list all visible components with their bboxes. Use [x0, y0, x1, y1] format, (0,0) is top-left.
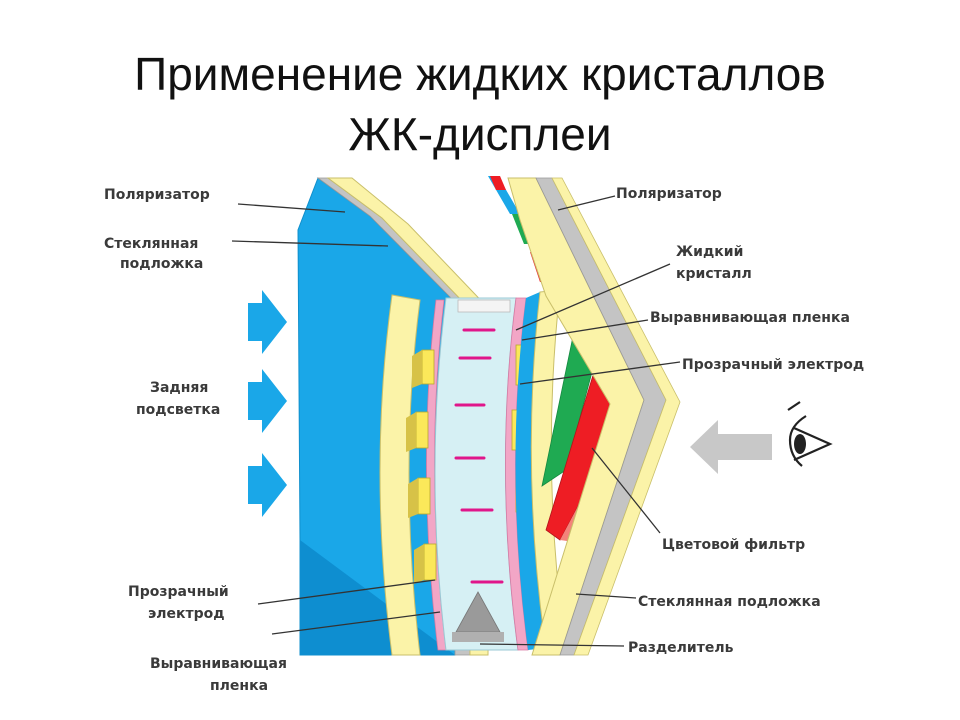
lcd-layers: [297, 176, 681, 656]
right-polarizer-edge: [551, 177, 681, 656]
label-glass-right: Стеклянная подложка: [638, 594, 821, 610]
viewer: [690, 401, 833, 474]
lc-molecules: [454, 328, 504, 584]
left-electrode: [421, 349, 435, 385]
backlight-arrows: [248, 290, 287, 517]
title-line-2: ЖК-дисплеи: [348, 108, 612, 160]
separator-base: [452, 632, 504, 642]
label-polarizer-left: Поляризатор: [104, 187, 210, 203]
label-electrode-left-line2: электрод: [148, 606, 225, 622]
left-curved-glass: [379, 294, 421, 656]
label-separator: Разделитель: [628, 640, 734, 656]
left-labels: Поляризатор Стеклянная подложка Задняя п…: [104, 187, 287, 694]
label-lc-line1: Жидкий: [676, 244, 743, 260]
title-line-1: Применение жидких кристаллов: [134, 48, 826, 100]
left-electrode: [415, 411, 429, 449]
eye-icon: [787, 401, 833, 467]
label-alignment-right: Выравнивающая пленка: [650, 310, 850, 326]
left-electrode: [423, 543, 437, 581]
label-electrode-left-line1: Прозрачный: [128, 584, 229, 600]
view-direction-arrow-icon: [690, 420, 772, 474]
right-labels: Поляризатор Жидкий кристалл Выравнивающа…: [616, 186, 864, 656]
label-backlight-line2: подсветка: [136, 402, 220, 418]
label-lc-line2: кристалл: [676, 266, 752, 282]
left-electrode-edges: [406, 350, 424, 584]
label-alignment-left-line1: Выравнивающая: [150, 656, 287, 672]
slide-title: Применение жидких кристаллов ЖК-дисплеи: [0, 44, 960, 164]
left-electrode: [417, 477, 431, 515]
light-direction-arrow-icon: [248, 290, 287, 354]
label-electrode-right: Прозрачный электрод: [682, 357, 864, 373]
light-direction-arrow-icon: [248, 369, 287, 433]
label-glass-left-line2: подложка: [120, 256, 203, 272]
right-blue-gap: [515, 292, 546, 650]
light-direction-arrow-icon: [248, 453, 287, 517]
label-glass-left-line1: Стеклянная: [104, 236, 198, 252]
leader-lines: [231, 195, 681, 647]
label-polarizer-right: Поляризатор: [616, 186, 722, 202]
top-spacer: [457, 299, 511, 313]
label-color-filter: Цветовой фильтр: [662, 537, 805, 553]
label-alignment-left-line2: пленка: [210, 678, 268, 694]
label-backlight-line1: Задняя: [150, 380, 208, 396]
